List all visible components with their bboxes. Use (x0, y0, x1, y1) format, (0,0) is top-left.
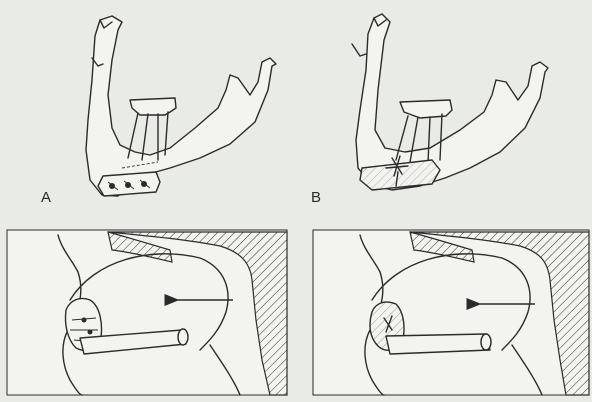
mandible-b (352, 14, 548, 190)
panel-b-label: B (311, 189, 321, 206)
panel-a-label: A (41, 189, 51, 206)
airway-panel-left (7, 230, 287, 395)
mandible-a (86, 16, 276, 196)
airway-panel-right (313, 230, 589, 395)
